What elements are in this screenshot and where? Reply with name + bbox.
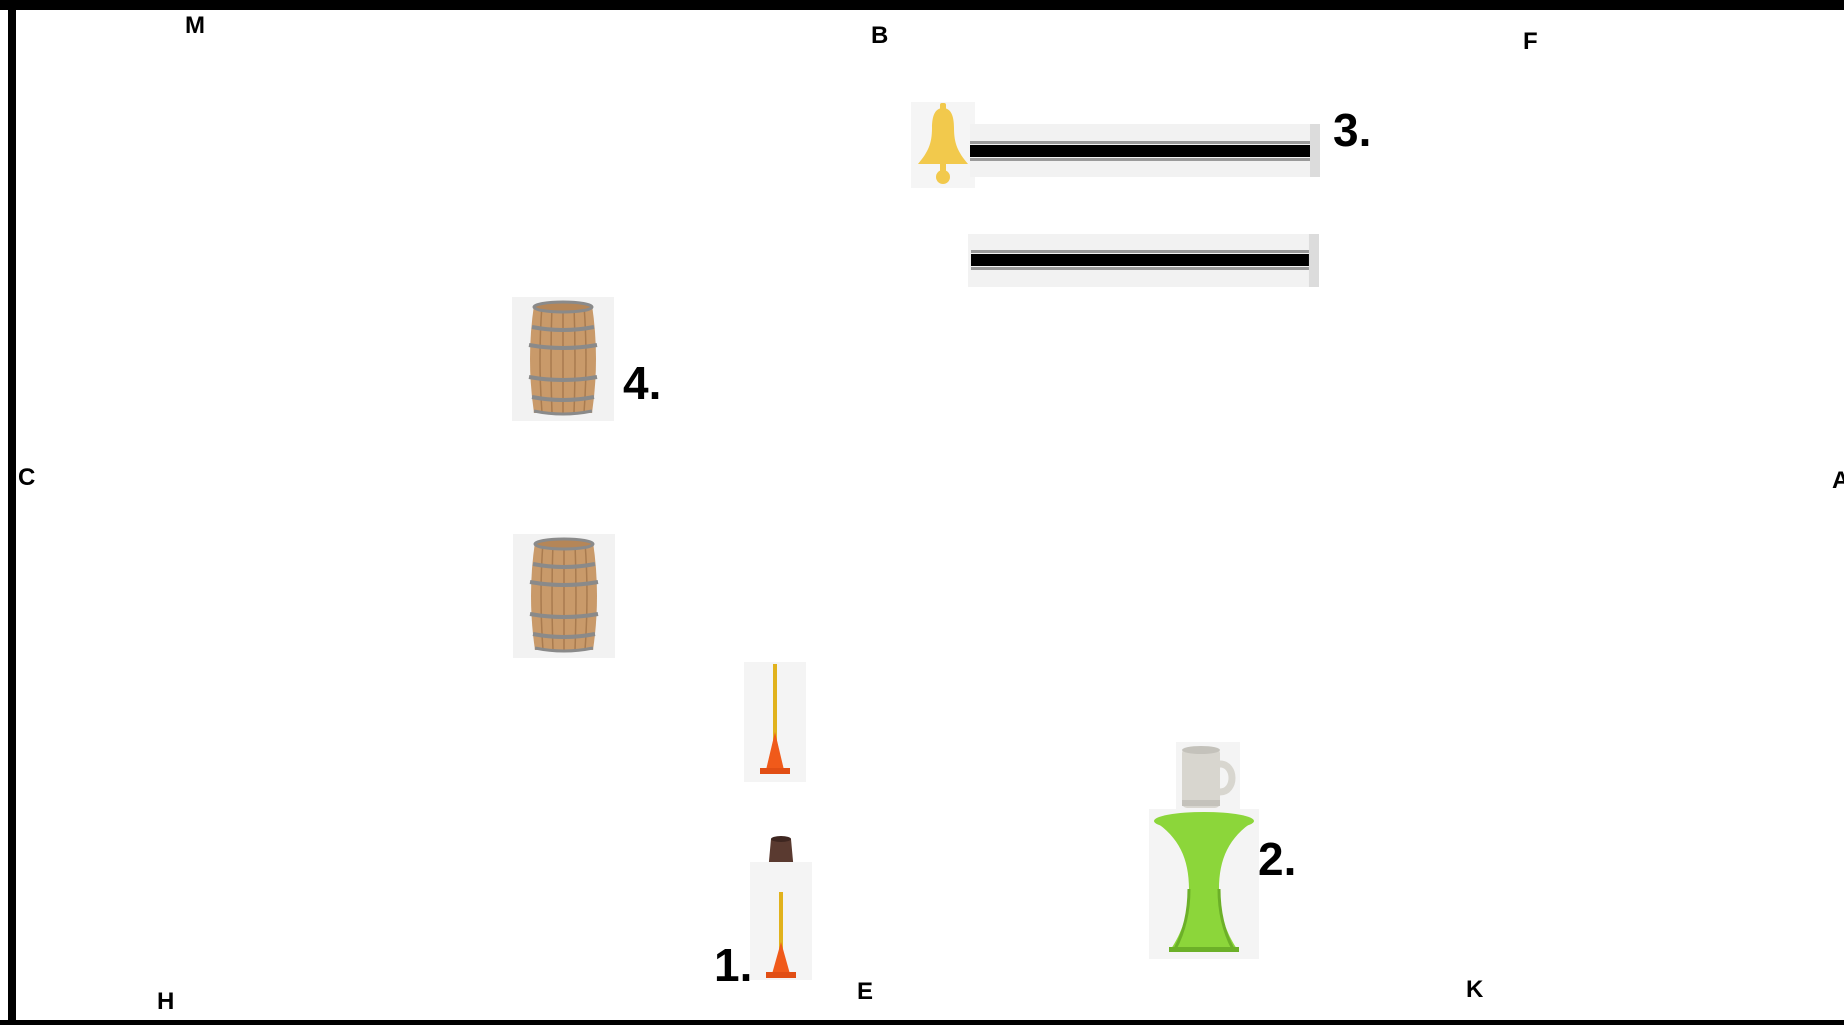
cone-with-pole-icon xyxy=(744,662,806,782)
cone-with-pole-icon xyxy=(750,862,812,980)
barrel-icon xyxy=(512,297,614,421)
balance-beam-icon xyxy=(968,234,1319,287)
bell-icon xyxy=(911,102,975,188)
station-number-2: 2. xyxy=(1258,833,1297,885)
marker-letter-c: C xyxy=(18,464,36,491)
marker-letter-k: K xyxy=(1466,976,1484,1003)
marker-letter-e: E xyxy=(857,978,874,1005)
marker-letter-f: F xyxy=(1523,28,1538,55)
barrel-icon xyxy=(513,534,615,658)
balance-beam-icon xyxy=(970,124,1320,177)
beer-mug-icon xyxy=(1176,742,1240,814)
station-number-4: 4. xyxy=(623,357,662,409)
station-number-3: 3. xyxy=(1333,104,1372,156)
field-border-left xyxy=(8,0,16,1025)
field-border-top xyxy=(0,0,1844,10)
marker-letter-m: M xyxy=(185,12,205,39)
high-table-icon xyxy=(1149,809,1259,959)
field-border-bottom xyxy=(0,1020,1844,1025)
marker-letter-h: H xyxy=(157,988,175,1015)
marker-letter-a: A xyxy=(1832,467,1844,494)
marker-letter-b: B xyxy=(871,22,889,49)
station-number-1: 1. xyxy=(714,939,753,991)
